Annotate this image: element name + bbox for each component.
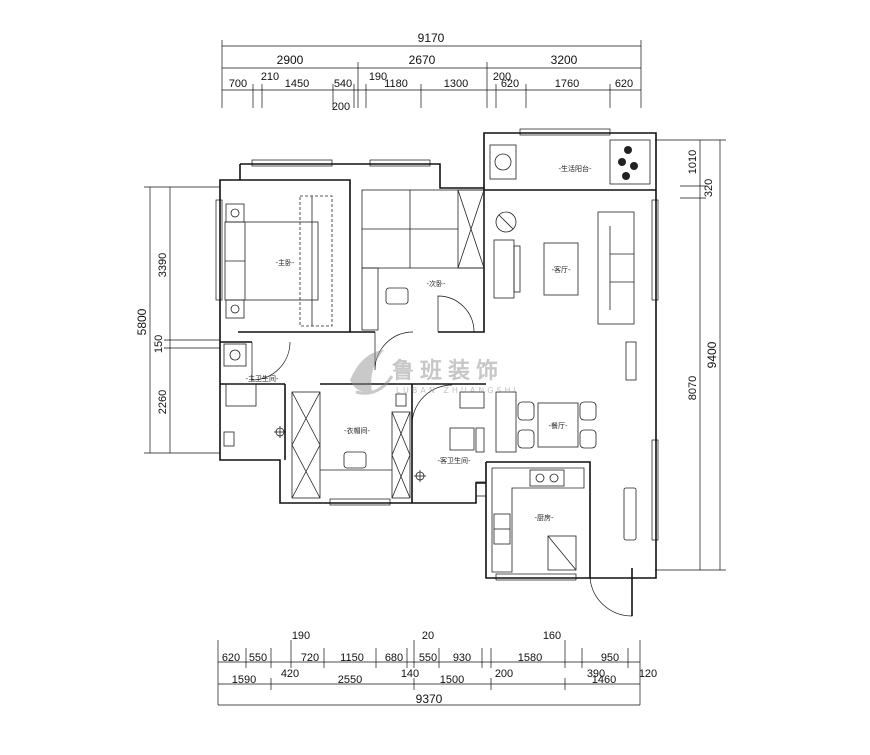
dim-bottom-small-13: 950 (601, 652, 619, 664)
dim-bottom-small-9: 930 (453, 652, 471, 664)
top-dimension-lines: 9170 2900 2670 3200 700 210 1450 540 190… (221, 31, 642, 113)
dim-bottom-small-4: 720 (301, 652, 319, 664)
dim-top-mid-2: 2670 (409, 53, 436, 67)
dim-top-small-below: 200 (332, 101, 350, 113)
guest-bath-furniture: -客卫生间- (414, 391, 487, 497)
watermark-pinyin: LUBAN ZHUANGSHI (396, 386, 519, 395)
dim-bottom-small-10: 200 (495, 668, 513, 680)
plant-icon (609, 139, 651, 185)
stove-icon (529, 469, 565, 487)
dim-top-total: 9170 (418, 31, 445, 45)
dim-top-small-11: 620 (615, 78, 633, 90)
balcony-furniture: -生活阳台- (489, 139, 651, 185)
windows (215, 128, 659, 581)
dim-bottom-mid-4: 1460 (592, 674, 616, 686)
dim-top-small-6: 1180 (384, 78, 408, 90)
dim-bottom-small-2: 550 (249, 652, 267, 664)
dim-right-inner-2: 320 (703, 179, 715, 197)
dim-top-small-2: 210 (261, 71, 279, 83)
second-bedroom-furniture: -次卧- (361, 189, 485, 331)
dim-bottom-small-8: 550 (419, 652, 437, 664)
dim-right-inner-3: 8070 (687, 376, 699, 400)
walls (219, 132, 657, 616)
dim-left-inner-1: 3390 (157, 253, 169, 277)
kitchen-furniture: -厨房- (491, 467, 637, 573)
floor-drain-icon (274, 426, 286, 438)
dim-bottom-small-11: 1580 (518, 652, 542, 664)
dim-top-small-9: 620 (501, 78, 519, 90)
bottom-dimension-lines: 190 20 160 620 550 420 720 1150 680 140 … (217, 630, 657, 706)
room-label-dining: -餐厅- (548, 421, 568, 430)
dim-bottom-top-3: 160 (543, 630, 561, 642)
door-swings (251, 295, 633, 617)
dim-top-small-3: 1450 (285, 78, 309, 90)
dim-top-small-4: 540 (334, 78, 352, 90)
left-dimension-lines: 5800 3390 150 2260 (135, 186, 220, 454)
dim-bottom-top-1: 190 (292, 630, 310, 642)
dim-top-small-8: 200 (493, 71, 511, 83)
room-label-guest-bath: -客卫生间- (437, 456, 471, 465)
living-room-furniture: -客厅- (493, 211, 637, 381)
dim-bottom-top-2: 20 (422, 630, 434, 642)
master-bedroom-furniture: -主卧- (224, 195, 333, 327)
dim-top-small-5: 190 (369, 71, 387, 83)
dim-bottom-mid-1: 1590 (232, 674, 256, 686)
dim-bottom-small-5: 1150 (340, 652, 364, 664)
sofa-icon (597, 211, 635, 325)
dim-bottom-small-12: 390 (587, 668, 605, 680)
room-label-master-bedroom: -主卧- (275, 258, 295, 267)
dim-right-outer: 9400 (705, 341, 719, 368)
air-conditioner-icon (495, 211, 517, 233)
room-label-master-bath: -主卫生间- (245, 374, 279, 383)
brand-logo-icon (350, 350, 394, 395)
dim-top-mid-3: 3200 (551, 53, 578, 67)
dim-bottom-total: 9370 (416, 692, 443, 706)
dim-bottom-small-1: 620 (222, 652, 240, 664)
watermark: 鲁班装饰 LUBAN ZHUANGSHI (350, 350, 519, 395)
dim-top-mid-1: 2900 (277, 53, 304, 67)
floor-drain-icon (414, 470, 426, 482)
dim-bottom-small-3: 420 (281, 668, 299, 680)
dim-bottom-mid-2: 2550 (338, 674, 362, 686)
room-label-balcony: -生活阳台- (558, 164, 592, 173)
watermark-title: 鲁班装饰 (391, 358, 504, 384)
dim-top-small-1: 700 (229, 78, 247, 90)
dining-furniture: -餐厅- (495, 391, 597, 453)
room-label-second-bedroom: -次卧- (426, 279, 446, 288)
dim-bottom-small-6: 680 (385, 652, 403, 664)
dim-bottom-small-14: 120 (639, 668, 657, 680)
master-bath-furniture: -主卫生间- (223, 343, 286, 447)
dim-left-inner-3: 2260 (157, 390, 169, 414)
room-label-living-room: -客厅- (551, 265, 571, 274)
dim-top-small-7: 1300 (444, 78, 468, 90)
room-label-cloakroom: -衣帽间- (344, 426, 371, 435)
dim-left-inner-2: 150 (153, 335, 165, 353)
dim-bottom-mid-3: 1500 (440, 674, 464, 686)
room-label-kitchen: -厨房- (534, 513, 554, 522)
cloakroom-furniture: -衣帽间- (291, 391, 411, 499)
dim-right-inner-1: 1010 (687, 150, 699, 174)
dim-top-small-10: 1760 (555, 78, 579, 90)
dim-left-outer: 5800 (135, 308, 149, 335)
right-dimension-lines: 9400 1010 320 8070 (655, 139, 726, 571)
sink-icon (493, 513, 511, 545)
dim-bottom-small-7: 140 (401, 668, 419, 680)
